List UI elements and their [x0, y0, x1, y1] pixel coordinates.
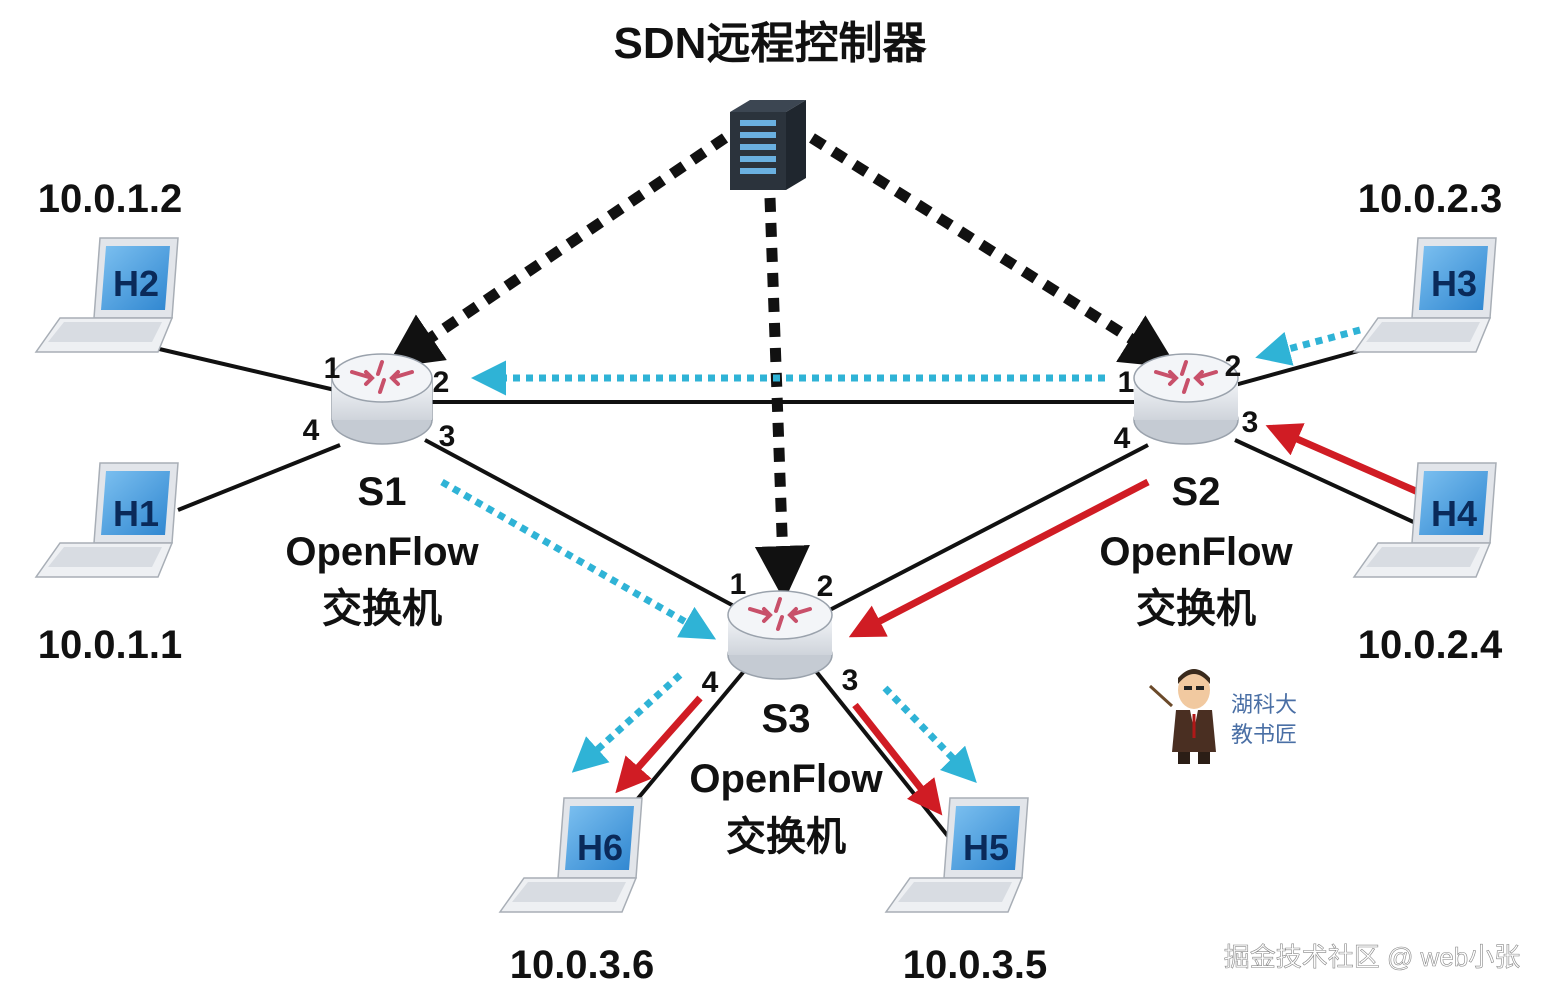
- switch-s3[interactable]: [727, 590, 833, 680]
- host-ip-h1: 10.0.1.1: [38, 623, 183, 667]
- switch-s1[interactable]: [331, 353, 433, 445]
- port-label: 4: [303, 414, 320, 447]
- branding-line1: 湖科大: [1231, 692, 1297, 717]
- link-s3-h6: [618, 668, 747, 822]
- port-label: 1: [324, 352, 341, 385]
- cyan-arrow-s1-to-s3: [440, 478, 717, 640]
- host-h6[interactable]: H6: [498, 797, 643, 913]
- host-name: H4: [1431, 493, 1477, 534]
- port-label: 1: [730, 568, 747, 601]
- host-h1[interactable]: H1: [34, 462, 179, 578]
- host-name: H6: [577, 827, 623, 868]
- link-s2-s3: [819, 443, 1149, 617]
- cyan-arrow-h3-to-s2: [1255, 326, 1361, 366]
- switch-type-cn: 交换机: [1136, 587, 1256, 631]
- red-arrow-s3-to-h5: [852, 702, 943, 816]
- host-name: H2: [113, 263, 159, 304]
- host-ip-h6: 10.0.3.6: [510, 943, 655, 987]
- red-arrow-s3-to-h6: [615, 695, 703, 794]
- teacher-mascot-icon: [1148, 669, 1216, 764]
- cyan-arrow-s3-to-h6: [571, 672, 683, 773]
- host-ip-h3: 10.0.2.3: [1358, 177, 1503, 221]
- s2-label: S2 OpenFlow 交换机: [1099, 470, 1293, 631]
- s1-ports: 1 2 3 4: [303, 352, 456, 453]
- port-label: 3: [842, 664, 859, 697]
- s3-ports: 1 2 3 4: [702, 568, 859, 699]
- control-channel-s1: [385, 133, 729, 369]
- switch-s2[interactable]: [1133, 353, 1239, 445]
- switch-type-cn: 交换机: [726, 815, 846, 859]
- red-arrow-h4-to-s2: [1265, 423, 1420, 496]
- host-h4[interactable]: H4: [1352, 462, 1497, 578]
- switch-type: OpenFlow: [285, 530, 479, 574]
- s1-label: S1 OpenFlow 交换机: [285, 470, 479, 631]
- port-label: 2: [817, 570, 834, 603]
- switch-type-cn: 交换机: [322, 587, 442, 631]
- port-label: 4: [702, 666, 719, 699]
- switch-arrows-icon: [748, 597, 812, 631]
- branding-line2: 教书匠: [1231, 722, 1297, 747]
- port-label: 4: [1114, 422, 1131, 455]
- switch-arrows-icon: [350, 360, 414, 394]
- host-ip-h4: 10.0.2.4: [1358, 623, 1503, 667]
- switch-type: OpenFlow: [1099, 530, 1293, 574]
- switch-name: S1: [358, 470, 407, 514]
- host-h3[interactable]: H3: [1352, 237, 1497, 353]
- s2-ports: 1 2 3 4: [1114, 350, 1259, 455]
- link-s3-h5: [813, 668, 957, 847]
- host-ip-h2: 10.0.1.2: [38, 177, 183, 221]
- host-h2[interactable]: H2: [34, 237, 179, 353]
- port-label: 1: [1118, 366, 1135, 399]
- switch-name: S2: [1172, 470, 1221, 514]
- link-s1-s3: [424, 438, 746, 614]
- s3-label: S3 OpenFlow 交换机: [689, 697, 883, 859]
- controller-label: SDN远程控制器: [614, 19, 928, 68]
- controller-server-icon: [730, 100, 806, 190]
- switch-arrows-icon: [1154, 360, 1218, 394]
- cyan-arrow-s3-to-h5: [882, 685, 977, 784]
- switch-type: OpenFlow: [689, 757, 883, 801]
- port-label: 2: [433, 366, 450, 399]
- link-h2-s1: [154, 346, 336, 392]
- control-channel-s3: [754, 197, 810, 601]
- host-name: H5: [963, 827, 1009, 868]
- link-h1-s1: [177, 443, 341, 512]
- host-h5[interactable]: H5: [884, 797, 1029, 913]
- control-channel-s2: [809, 133, 1178, 368]
- host-name: H1: [113, 493, 159, 534]
- host-name: H3: [1431, 263, 1477, 304]
- cyan-flow: [440, 326, 1361, 784]
- port-label: 3: [1242, 406, 1259, 439]
- control-channels: [385, 133, 1178, 601]
- port-label: 2: [1225, 350, 1242, 383]
- host-ip-h5: 10.0.3.5: [903, 943, 1048, 987]
- port-label: 3: [439, 420, 456, 453]
- switch-name: S3: [762, 697, 811, 741]
- red-flow: [615, 423, 1420, 816]
- red-arrow-s2-to-s3: [848, 478, 1150, 638]
- watermark: 掘金技术社区 @ web小张: [1224, 942, 1521, 972]
